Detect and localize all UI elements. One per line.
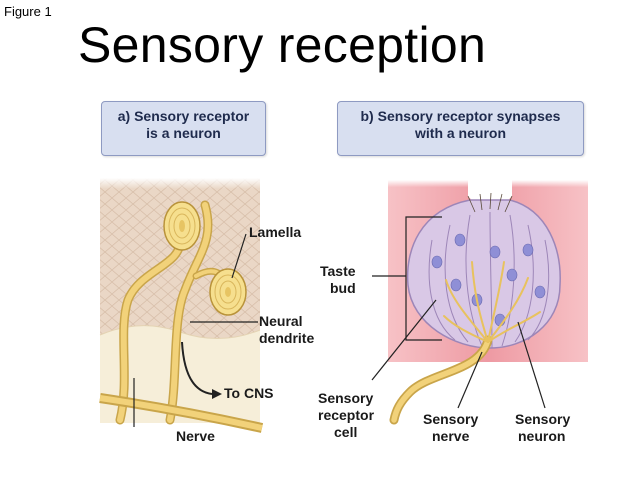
panel-b-caption-line2: with a neuron <box>415 125 506 141</box>
taste-bud-label-line2: bud <box>330 280 356 296</box>
sensory-receptor-cell-label-line2: receptor <box>318 407 375 423</box>
figure-label: Figure 1 <box>4 4 52 19</box>
page-title: Sensory reception <box>78 17 487 73</box>
sensory-receptor-cell-label-line3: cell <box>334 424 357 440</box>
taste-bud-bracket <box>372 216 442 341</box>
sensory-nerve-fibers <box>389 261 541 425</box>
sensory-neuron-label-line2: neuron <box>518 428 565 444</box>
panel-a-caption-line1: a) Sensory receptor <box>117 108 250 124</box>
to-cns-arrow <box>181 341 222 399</box>
sensory-receptor-cell-label-line1: Sensory <box>318 390 373 406</box>
panel-a-leader-lines <box>133 233 258 427</box>
lamella-label: Lamella <box>249 224 301 240</box>
panel-b-leader-lines <box>371 299 546 409</box>
neural-dendrite-label-line1: Neural <box>259 313 303 329</box>
taste-bud <box>406 192 561 349</box>
sensory-nerve-label-line1: Sensory <box>423 411 478 427</box>
taste-bud-label-line1: Taste <box>320 263 356 279</box>
lamella-corpuscle-lower <box>209 268 247 316</box>
panel-b-caption-line1: b) Sensory receptor synapses <box>360 108 561 124</box>
panel-a-caption-line2: is a neuron <box>146 125 221 141</box>
to-cns-label: To CNS <box>224 385 274 401</box>
sensory-neuron-label-line1: Sensory <box>515 411 570 427</box>
panel-b-caption: b) Sensory receptor synapses with a neur… <box>337 101 584 156</box>
nerve-label: Nerve <box>176 428 215 444</box>
neural-dendrite <box>115 200 230 425</box>
sensory-nerve-label-line2: nerve <box>432 428 470 444</box>
panel-a-caption: a) Sensory receptor is a neuron <box>101 101 266 156</box>
lamella-corpuscle-upper <box>163 201 201 251</box>
nerve-bundle <box>99 393 264 433</box>
neural-dendrite-label-line2: dendrite <box>259 330 314 346</box>
